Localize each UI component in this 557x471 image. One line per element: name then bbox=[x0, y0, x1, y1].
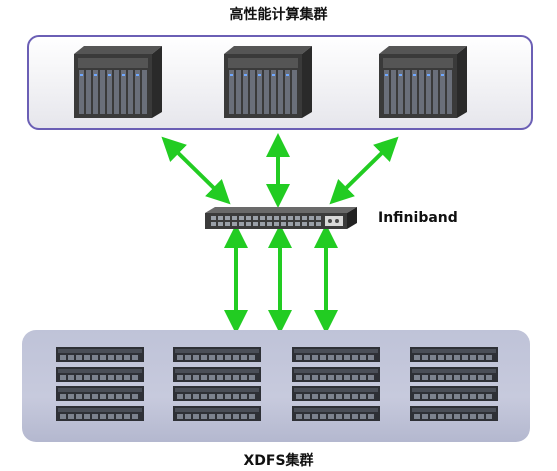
link-arrow-hpc-right bbox=[329, 136, 399, 205]
rack-storage-icon bbox=[292, 367, 380, 382]
rack-storage-icon bbox=[292, 406, 380, 421]
rack-storage-icon bbox=[173, 367, 261, 382]
rack-storage-icon bbox=[410, 386, 498, 401]
storage-cluster-title: XDFS集群 bbox=[243, 453, 314, 469]
blade-server-icon bbox=[74, 46, 162, 118]
rack-storage-icon bbox=[56, 406, 144, 421]
rack-storage-icon bbox=[56, 347, 144, 362]
rack-storage-icon bbox=[173, 406, 261, 421]
rack-storage-icon bbox=[292, 386, 380, 401]
rack-storage-icon bbox=[292, 347, 380, 362]
rack-storage-icon bbox=[410, 406, 498, 421]
rack-storage-icon bbox=[56, 386, 144, 401]
hpc-cluster-title: 高性能计算集群 bbox=[229, 7, 328, 23]
blade-server-icon bbox=[224, 46, 312, 118]
link-arrow-hpc-left bbox=[161, 136, 231, 205]
rack-storage-icon bbox=[173, 386, 261, 401]
network-switch-icon bbox=[205, 207, 357, 229]
rack-storage-icon bbox=[56, 367, 144, 382]
rack-storage-icon bbox=[410, 347, 498, 362]
rack-storage-icon bbox=[173, 347, 261, 362]
rack-storage-icon bbox=[410, 367, 498, 382]
storage-cluster-panel bbox=[22, 330, 530, 442]
interconnect-label: Infiniband bbox=[378, 210, 458, 226]
blade-server-icon bbox=[379, 46, 467, 118]
